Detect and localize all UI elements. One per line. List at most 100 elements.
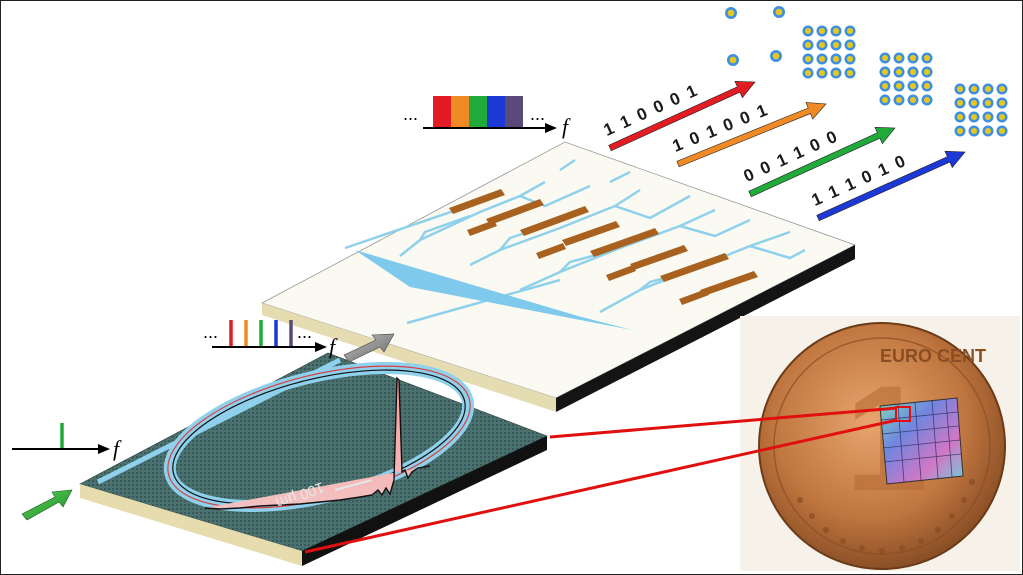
symbol-dot-core <box>984 85 992 93</box>
symbol-dot-core <box>923 54 931 62</box>
demux-board-right-side <box>556 245 855 412</box>
comb-lines <box>229 320 293 347</box>
symbol-dot-core <box>846 27 854 35</box>
symbol-dot-core <box>832 27 840 35</box>
symbol-dot-core <box>998 85 1006 93</box>
input-frequency-label: f <box>113 436 122 461</box>
symbol-cluster <box>954 83 1008 137</box>
symbol-dot-core <box>881 54 889 62</box>
symbol-dot-core <box>881 68 889 76</box>
symbol-dot-core <box>895 68 903 76</box>
zoom-highlight-box <box>895 406 911 422</box>
symbol-dot-core <box>923 82 931 90</box>
symbol-dot-core <box>909 68 917 76</box>
demux-ellipsis-right: ... <box>530 104 545 124</box>
coin-text: EURO CENT <box>880 346 986 366</box>
symbol-dot-core <box>881 82 889 90</box>
demux-band <box>451 96 469 127</box>
demux-band <box>487 96 505 127</box>
demux-ellipsis-left: ... <box>403 104 418 124</box>
modulator-electrodes <box>449 189 758 305</box>
demux-spectrum: ... ... f <box>403 96 571 139</box>
input-arrow <box>21 489 73 521</box>
coin-stars <box>797 479 975 554</box>
photonic-chip-sample <box>879 397 964 485</box>
symbol-dot-core <box>727 9 735 17</box>
channel-arrow-shape <box>608 80 756 152</box>
symbol-dot-core <box>956 85 964 93</box>
microresonator-chip: 100 µm <box>79 352 548 566</box>
channel-arrow-shape <box>816 150 966 222</box>
symbol-dot-core <box>956 99 964 107</box>
symbol-dot-core <box>846 55 854 63</box>
symbol-dot-core <box>818 69 826 77</box>
symbol-dot-core <box>923 68 931 76</box>
comb-ellipsis-left: ... <box>203 322 218 342</box>
scale-bar <box>334 479 373 491</box>
zoom-line-lower <box>304 418 898 554</box>
symbol-dot-core <box>909 96 917 104</box>
comb-spectrum-trace <box>204 376 431 510</box>
symbol-dot-core <box>804 69 812 77</box>
symbol-dot-core <box>998 113 1006 121</box>
symbol-dot-core <box>846 69 854 77</box>
demux-board-front-side <box>262 303 556 412</box>
zoom-connectors <box>304 406 898 554</box>
symbol-dot-core <box>984 127 992 135</box>
symbol-dot-core <box>729 56 737 64</box>
symbol-dot-core <box>832 55 840 63</box>
euro-cent-coin <box>758 322 1006 570</box>
zoom-line-upper <box>549 406 898 439</box>
symbol-dot-core <box>772 52 780 60</box>
symbol-dot-core <box>970 113 978 121</box>
symbol-dot-core <box>956 113 964 121</box>
channel-arrow-shape <box>676 102 827 168</box>
demux-band <box>505 96 523 127</box>
symbol-dot-core <box>895 54 903 62</box>
symbol-dot-core <box>984 113 992 121</box>
demux-band <box>469 96 487 127</box>
symbol-cluster <box>879 52 933 106</box>
symbol-dot-core <box>895 96 903 104</box>
chip-sample-grid <box>880 398 962 483</box>
chip-right-side <box>302 436 547 566</box>
coupling-arrow <box>343 333 395 363</box>
symbol-dot-core <box>984 99 992 107</box>
coin-photo: 1 EURO CENT <box>740 316 1020 571</box>
chip-front-side <box>80 484 302 566</box>
symbol-dot-core <box>832 69 840 77</box>
symbol-dot-core <box>970 85 978 93</box>
symbol-dot-core <box>818 41 826 49</box>
symbol-dot-core <box>909 54 917 62</box>
symbol-dot-core <box>956 127 964 135</box>
symbol-dot-core <box>775 8 783 16</box>
symbol-cluster <box>802 25 856 79</box>
demux-bands <box>433 96 523 127</box>
symbol-dot-core <box>846 41 854 49</box>
symbol-dot-core <box>998 99 1006 107</box>
symbol-dot-core <box>998 127 1006 135</box>
comb-spectrum: ... ... f <box>203 320 338 359</box>
symbol-dot-core <box>923 96 931 104</box>
symbol-cluster <box>725 6 785 66</box>
symbol-dot-core <box>832 41 840 49</box>
comb-ellipsis-right: ... <box>297 322 312 342</box>
symbol-dot-core <box>895 82 903 90</box>
data-symbol-clusters <box>725 6 1008 137</box>
demux-board <box>260 141 857 412</box>
symbol-dot-core <box>909 82 917 90</box>
input-spectrum: f <box>12 423 122 461</box>
comb-frequency-label: f <box>329 334 338 359</box>
symbol-dot-core <box>804 27 812 35</box>
symbol-dot-core <box>970 99 978 107</box>
waveguide-tree <box>344 158 806 325</box>
symbol-dot-core <box>818 27 826 35</box>
symbol-dot-core <box>804 55 812 63</box>
demux-band <box>433 96 451 127</box>
demux-frequency-label: f <box>562 114 571 139</box>
symbol-dot-core <box>804 41 812 49</box>
symbol-dot-core <box>970 127 978 135</box>
channel-arrow-shape <box>748 126 896 198</box>
symbol-dot-core <box>881 96 889 104</box>
